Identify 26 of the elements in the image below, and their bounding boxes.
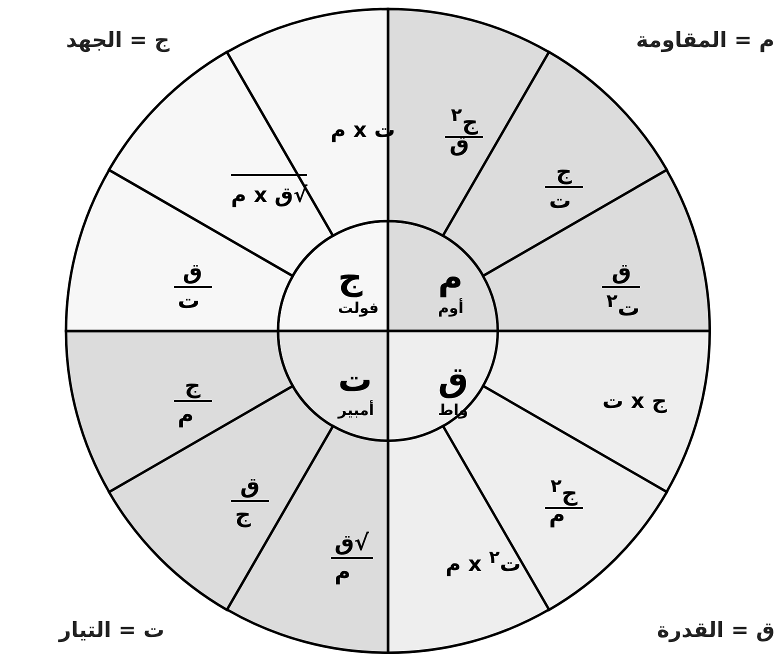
unit-label: أوم xyxy=(438,298,464,319)
quantity-symbol: م xyxy=(438,257,463,298)
quantity-symbol: ج xyxy=(338,257,363,300)
fraction-denominator: ت xyxy=(176,288,201,315)
quantity-symbol: ت xyxy=(338,359,372,400)
fraction-numerator: ج xyxy=(544,160,583,188)
legend-note: ت = التيار xyxy=(59,618,165,642)
fraction-numerator: ج xyxy=(174,374,212,402)
fraction-numerator: ق xyxy=(231,474,269,502)
formula: ت$^{٢}$ x م xyxy=(445,547,521,578)
legend-note: ج = الجهد xyxy=(66,28,170,52)
unit-label: أمبير xyxy=(338,399,374,421)
fraction-denominator: ج xyxy=(234,502,252,529)
fraction-numerator: ق xyxy=(174,260,212,288)
legend-note: ق = القدرة xyxy=(657,618,775,642)
fraction-denominator: م xyxy=(176,403,195,430)
fraction-denominator: م xyxy=(334,560,352,586)
unit-label: فولت xyxy=(338,298,379,319)
fraction-numerator: ج$^{٢}$ xyxy=(544,474,583,510)
fraction-denominator: ت$^{٢}$ xyxy=(605,290,641,322)
formula: ج x ت xyxy=(602,388,667,414)
fraction-denominator: ت xyxy=(548,189,572,215)
legend-note: م = المقاومة xyxy=(636,28,775,52)
fraction-numerator: ق xyxy=(602,260,640,288)
fraction-numerator: √ق xyxy=(330,531,373,560)
quantity-symbol: ق xyxy=(438,359,468,402)
